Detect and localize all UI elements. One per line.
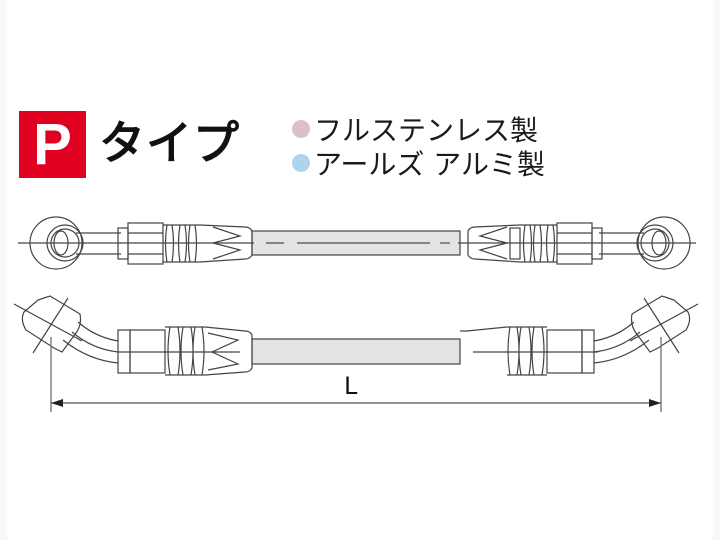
badge-letter: P bbox=[33, 112, 72, 177]
blue-dot-icon bbox=[292, 154, 310, 172]
type-title: タイプ bbox=[99, 116, 240, 170]
material-legend: フルステンレス製 アールズ アルミ製 bbox=[292, 112, 545, 181]
legend-item-stainless: フルステンレス製 bbox=[292, 112, 545, 147]
pink-dot-icon bbox=[292, 120, 310, 138]
straight-hose-assembly bbox=[18, 216, 696, 270]
angled-hose-assembly bbox=[13, 295, 699, 412]
length-dimension-label: L bbox=[344, 372, 358, 400]
left-margin bbox=[0, 0, 7, 540]
legend-item-aluminum: アールズ アルミ製 bbox=[292, 146, 545, 181]
type-badge: P bbox=[19, 111, 86, 178]
legend-label: フルステンレス製 bbox=[314, 114, 539, 147]
legend-label: アールズ アルミ製 bbox=[314, 148, 545, 181]
right-margin bbox=[713, 0, 720, 540]
